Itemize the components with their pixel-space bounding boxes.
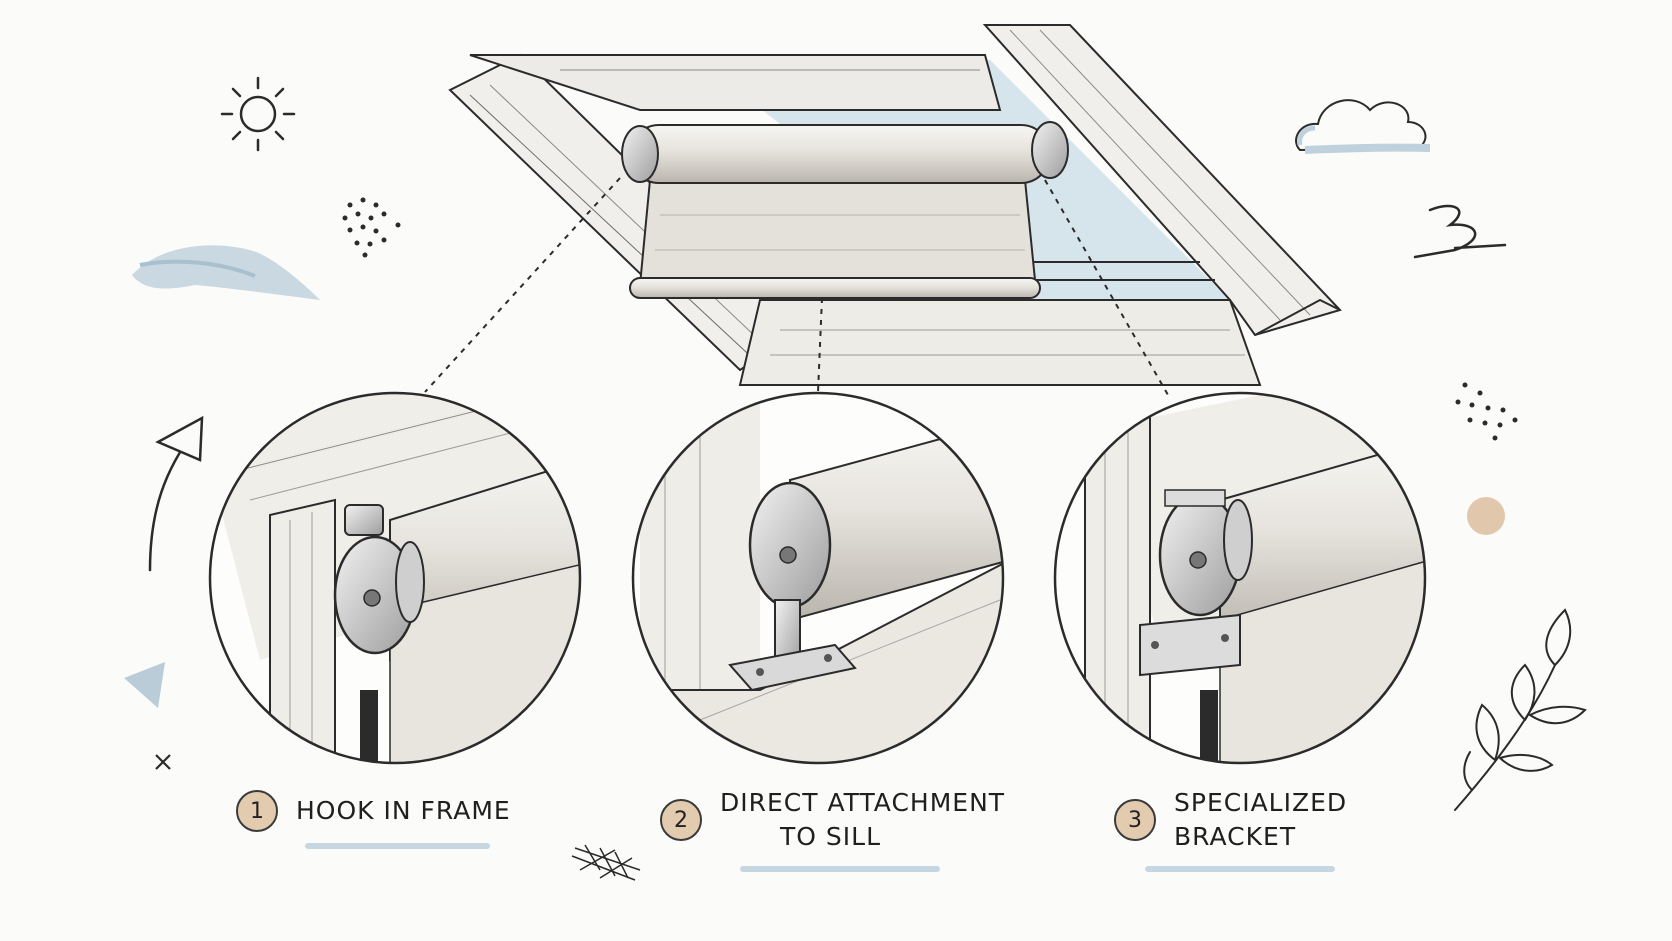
squiggle-icon (1413, 204, 1507, 259)
step-label-line: HOOK IN FRAME (296, 796, 511, 825)
detail-specialized-bracket (1053, 391, 1427, 765)
step-label-line: BRACKET (1174, 822, 1297, 851)
step-underline (1145, 866, 1335, 872)
leader-lines (424, 177, 1169, 396)
tan-dot (1467, 497, 1505, 535)
step-label-line: DIRECT ATTACHMENT (720, 788, 1006, 817)
step-3: 3 SPECIALIZED BRACKET (1114, 786, 1347, 854)
paint-stroke (132, 245, 320, 300)
step-label: HOOK IN FRAME (296, 794, 511, 828)
triangle-icon (124, 662, 165, 708)
step-number-badge: 2 (660, 799, 702, 841)
step-label: DIRECT ATTACHMENT TO SILL (720, 786, 1005, 854)
step-label: SPECIALIZED BRACKET (1174, 786, 1347, 854)
dots-icon (1455, 382, 1518, 441)
hatch-mark-icon (571, 844, 641, 881)
sun-icon (220, 76, 296, 152)
step-number-badge: 3 (1114, 799, 1156, 841)
step-label-line: TO SILL (780, 822, 881, 851)
detail-hook-in-frame (208, 391, 582, 765)
leaf-branch-icon (1454, 608, 1587, 811)
dots-icon (342, 197, 401, 258)
step-2: 2 DIRECT ATTACHMENT TO SILL (660, 786, 1005, 854)
step-number-badge: 1 (236, 790, 278, 832)
cloud-icon (1295, 99, 1431, 154)
skylight-overview (448, 24, 1342, 386)
step-1: 1 HOOK IN FRAME (236, 790, 511, 832)
x-mark-icon (155, 754, 171, 770)
arrow-icon (148, 415, 204, 572)
step-label-line: SPECIALIZED (1174, 788, 1348, 817)
step-underline (740, 866, 940, 872)
detail-direct-attachment (631, 391, 1005, 765)
step-underline (305, 843, 490, 849)
